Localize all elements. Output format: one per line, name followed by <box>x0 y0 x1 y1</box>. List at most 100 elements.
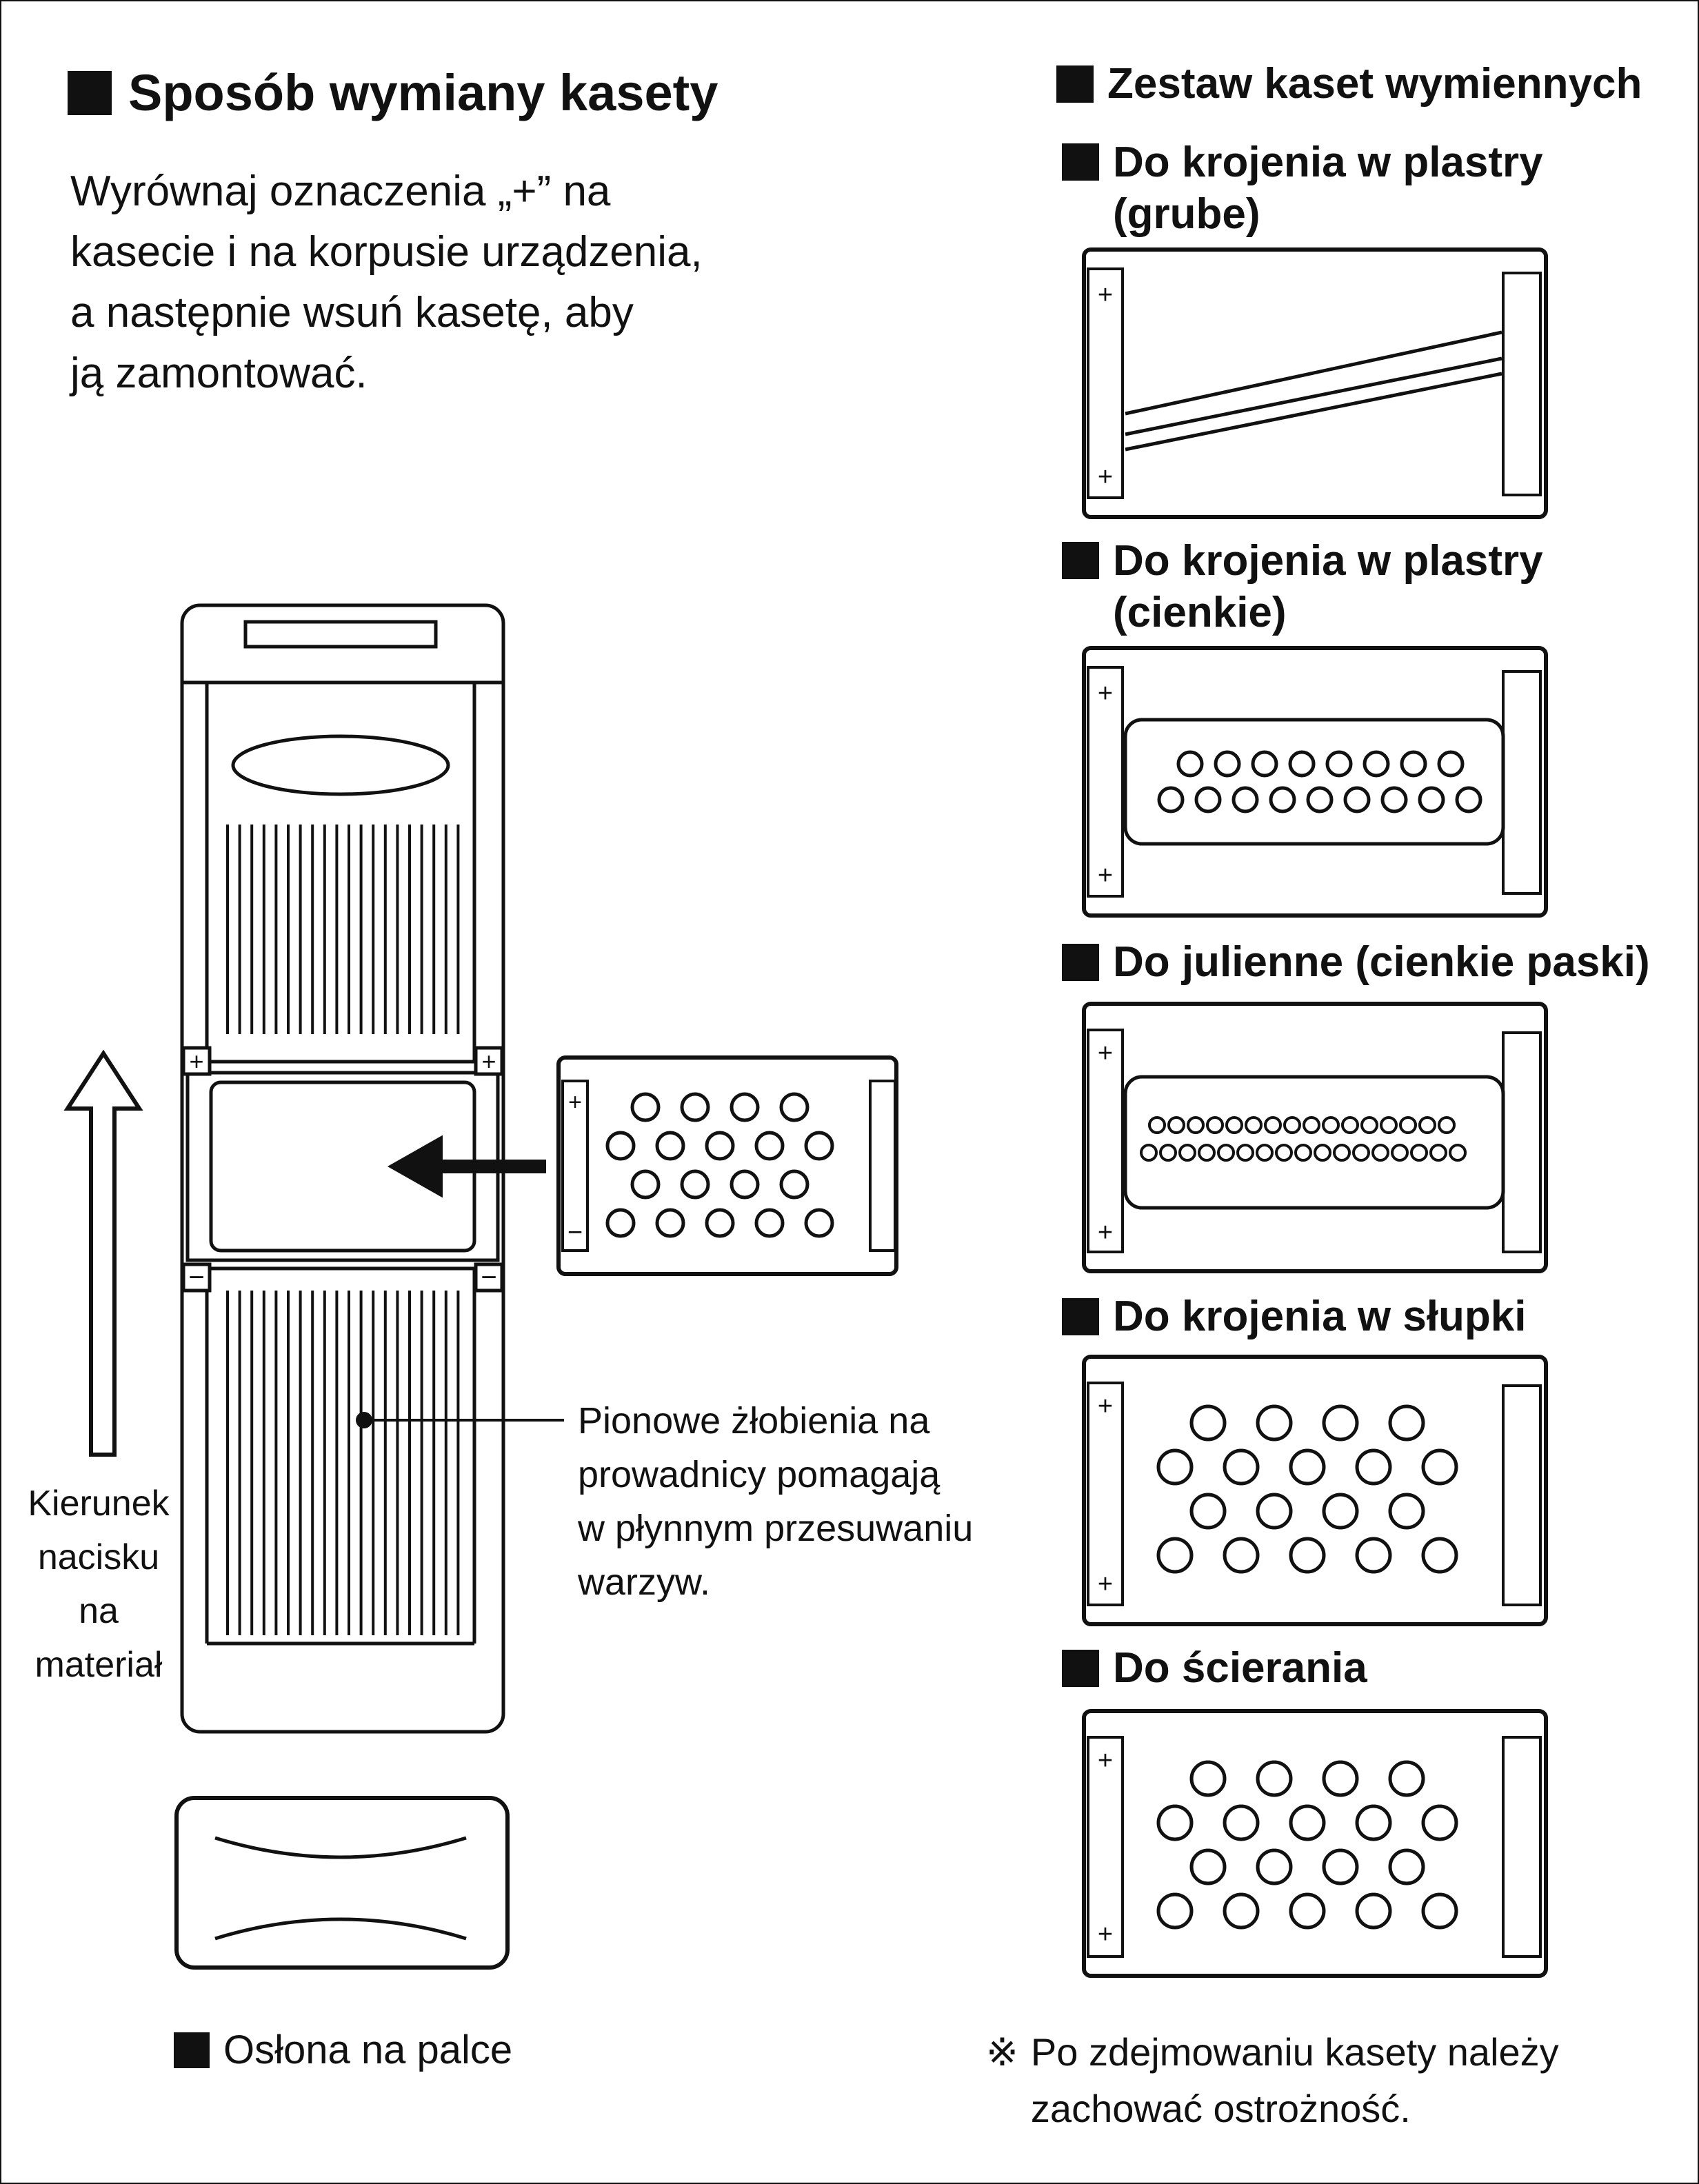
blade-hole <box>1410 1144 1428 1162</box>
slicer-oval-label <box>231 734 450 796</box>
blade-hole <box>1214 750 1241 778</box>
lower-grooves <box>226 1291 460 1635</box>
blade-hole <box>1325 750 1353 778</box>
blade-hole <box>1288 750 1316 778</box>
blade-hole <box>1289 1537 1326 1574</box>
blade-hole <box>1283 1116 1301 1134</box>
plus-mark: + <box>1098 679 1113 708</box>
instruction-line: kasecie i na korpusie urządzenia, <box>70 228 703 276</box>
blade-hole <box>1400 750 1427 778</box>
section-heading-cassette-set: Zestaw kaset wymiennych <box>1056 59 1642 108</box>
section-heading-cassette-change: Sposób wymiany kasety <box>68 63 718 122</box>
minus-mark: − <box>567 1218 583 1247</box>
blade-hole <box>1157 786 1185 813</box>
blade-hole <box>1223 1448 1260 1486</box>
blade-hole <box>1399 1116 1417 1134</box>
cassette-name: Do julienne (cienkie paski) <box>1113 938 1650 986</box>
blade-hole <box>1388 1848 1425 1885</box>
note-line: Po zdejmowaniu kasety należy <box>1030 2030 1559 2074</box>
plus-mark: + <box>1098 1570 1113 1599</box>
blade-hole <box>1355 1804 1392 1841</box>
blade-hole <box>1343 786 1371 813</box>
cassette-heading-thick-slices: Do krojenia w plastry (grube) <box>1062 138 1543 239</box>
blade-hole <box>754 1131 785 1161</box>
blade-hole <box>1189 1404 1227 1442</box>
blade-hole <box>1256 1404 1293 1442</box>
blade-hole <box>1156 1448 1194 1486</box>
blade-hole <box>804 1131 834 1161</box>
blade-hole <box>779 1169 810 1200</box>
blade-hole <box>754 1208 785 1238</box>
section-title: Sposób wymiany kasety <box>128 64 718 121</box>
blade-hole <box>1355 1892 1392 1930</box>
square-bullet-icon <box>1062 1297 1099 1335</box>
blade-hole <box>1314 1144 1331 1162</box>
blade-hole <box>1341 1116 1359 1134</box>
slicer-handle-slot <box>243 620 438 649</box>
blade-hole <box>1355 1448 1392 1486</box>
direction-label: Kierunek nacisku na materiał <box>28 1484 170 1685</box>
square-bullet-icon <box>1062 542 1099 579</box>
blade-hole <box>1429 1144 1447 1162</box>
blade-hole <box>1275 1144 1293 1162</box>
blade-hole <box>1363 750 1390 778</box>
blade-hole <box>1352 1144 1370 1162</box>
blade-hole <box>705 1208 735 1238</box>
caution-note: ※ Po zdejmowaniu kasety należy zachować … <box>986 2024 1559 2137</box>
square-bullet-icon <box>68 70 112 115</box>
blade-hole <box>779 1092 810 1122</box>
cassette-name: Do krojenia w plastry (cienkie) <box>1113 537 1543 636</box>
blade-hole <box>705 1131 735 1161</box>
square-bullet-icon <box>1062 143 1099 181</box>
blade-hole <box>1189 1760 1227 1797</box>
blade-hole <box>1449 1144 1467 1162</box>
upper-grooves <box>226 825 460 1034</box>
blade-hole <box>680 1169 710 1200</box>
direction-arrow-icon <box>63 1049 143 1457</box>
plus-mark: + <box>1098 1920 1113 1949</box>
blade-hole <box>1388 1404 1425 1442</box>
blade-hole <box>1391 1144 1409 1162</box>
cassette-thick-slices <box>1082 247 1548 519</box>
instructions-text: Wyrównaj oznaczenia „+” na kasecie i na … <box>70 161 703 404</box>
blade-hole <box>1322 1848 1359 1885</box>
blade-hole <box>1322 1760 1359 1797</box>
blade-hole <box>1322 1404 1359 1442</box>
blade-hole <box>1333 1144 1351 1162</box>
cassette-name: Do ścierania <box>1113 1644 1367 1692</box>
blade-hole <box>1223 1892 1260 1930</box>
blade-hole <box>1156 1804 1194 1841</box>
blade-hole <box>1256 1493 1293 1530</box>
plus-mark: + <box>1098 1392 1113 1421</box>
blade-hole <box>1289 1448 1326 1486</box>
finger-guard-label: Osłona na palce <box>174 2027 512 2073</box>
blade-hole <box>1159 1144 1177 1162</box>
blade-hole <box>1223 1804 1260 1841</box>
blade-hole <box>605 1131 636 1161</box>
square-bullet-icon <box>174 2032 210 2068</box>
slicer-body <box>180 603 505 1734</box>
blade-hole <box>1264 1116 1282 1134</box>
finger-guard <box>174 1796 510 1970</box>
blade-hole <box>1322 1493 1359 1530</box>
grooves-label: Pionowe żłobienia na prowadnicy pomagają… <box>578 1400 974 1603</box>
blade-hole <box>1294 1144 1312 1162</box>
blade-hole <box>1303 1116 1320 1134</box>
blade-hole <box>1189 1848 1227 1885</box>
blade-hole <box>655 1131 685 1161</box>
cassette-heading-grating: Do ścierania <box>1062 1644 1367 1692</box>
plus-mark: + <box>568 1089 582 1115</box>
blade-hole <box>680 1092 710 1122</box>
blade-hole <box>1421 1537 1458 1574</box>
blade-hole <box>655 1208 685 1238</box>
blade-hole <box>1421 1892 1458 1930</box>
blade-hole <box>804 1208 834 1238</box>
insert-arrow-icon <box>387 1135 546 1198</box>
blade-hole <box>1418 786 1445 813</box>
blade-hole <box>1167 1116 1185 1134</box>
blade-hole <box>1178 1144 1196 1162</box>
blade-hole <box>730 1169 760 1200</box>
plus-mark: + <box>1098 463 1113 492</box>
blade-hole <box>630 1092 661 1122</box>
